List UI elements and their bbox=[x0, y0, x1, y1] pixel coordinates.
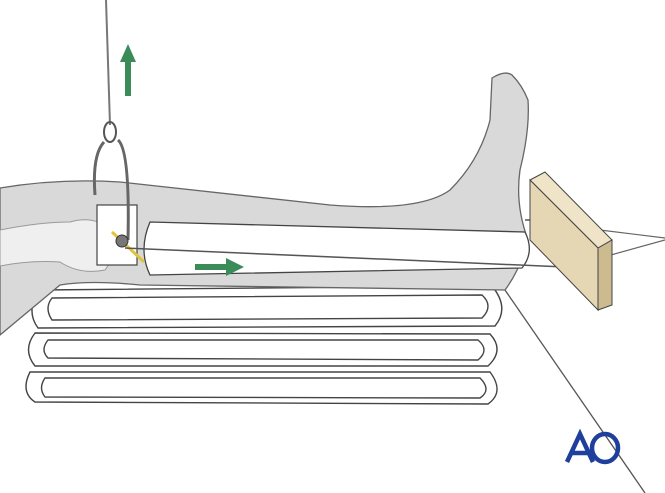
traction-stirrup bbox=[92, 138, 130, 241]
folded-towels bbox=[25, 285, 503, 405]
arrow-right-icon bbox=[195, 258, 244, 276]
table-edge-line bbox=[504, 289, 646, 493]
wooden-footplate bbox=[529, 171, 613, 312]
pin-nut bbox=[115, 234, 129, 248]
ao-logo bbox=[564, 428, 621, 465]
arrow-up-icon bbox=[120, 44, 136, 96]
traction-rod bbox=[124, 247, 589, 269]
traction-cord bbox=[599, 229, 665, 239]
suspension-cord bbox=[105, 0, 111, 126]
cord-loop bbox=[103, 121, 117, 143]
